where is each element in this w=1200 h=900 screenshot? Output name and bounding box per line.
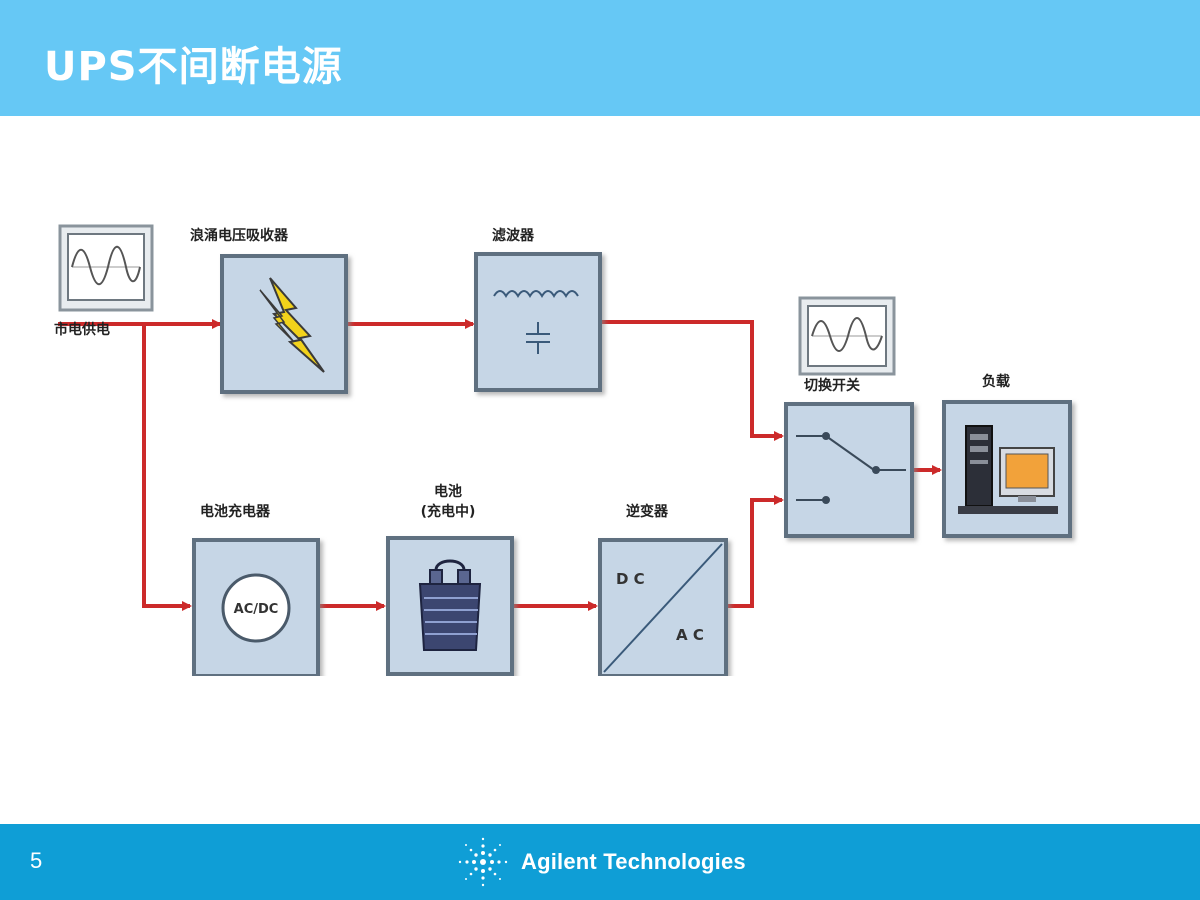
surge-absorber-box [220, 254, 348, 394]
switch-waveform-icon [798, 296, 896, 376]
label-charger: 电池充电器 [200, 503, 271, 520]
slide-title: UPS不间断电源 [44, 44, 343, 90]
label-surge: 浪涌电压吸收器 [190, 227, 289, 244]
label-inverter: 逆变器 [626, 503, 669, 520]
line-inverter-to-switch [726, 495, 784, 608]
footer-bar: 5 Agilent Technologies [0, 824, 1200, 900]
filter-coil-capacitor-icon [493, 290, 579, 354]
line-filter-to-switch [600, 320, 784, 441]
mains-waveform-icon [58, 224, 154, 312]
page-number: 5 [30, 848, 43, 873]
battery-icon [418, 559, 482, 651]
computer-icon [958, 425, 1058, 514]
label-battery-charging: (充电中) [421, 503, 476, 520]
brand-logo: Agilent Technologies [455, 834, 746, 890]
charger-icon-text: AC/DC [234, 602, 279, 617]
agilent-spark-icon [458, 837, 508, 887]
ac-dc-circle [221, 573, 291, 643]
diagram-svg: 市电供电 浪涌电压吸收器 滤波器 电池充电器 AC/DC 电池 (充电中) [54, 224, 1072, 678]
connections [58, 319, 942, 611]
label-switch: 切换开关 [804, 377, 860, 394]
header-bar: UPS不间断电源 [0, 0, 1200, 116]
label-mains: 市电供电 [54, 321, 110, 338]
switch-icon [796, 432, 906, 504]
line-mains-to-charger [142, 324, 192, 611]
label-battery: 电池 [434, 483, 462, 500]
inverter-diagonal [603, 543, 723, 673]
inverter-dc-text: D C [616, 570, 645, 588]
ups-block-diagram: 市电供电 浪涌电压吸收器 滤波器 电池充电器 AC/DC 电池 (充电中) [48, 204, 1088, 680]
brand-name: Agilent Technologies [521, 849, 746, 874]
label-load: 负载 [982, 373, 1010, 390]
lightning-bolt-icon [259, 277, 325, 373]
label-filter: 滤波器 [492, 227, 535, 244]
inverter-ac-text: A C [676, 626, 704, 644]
